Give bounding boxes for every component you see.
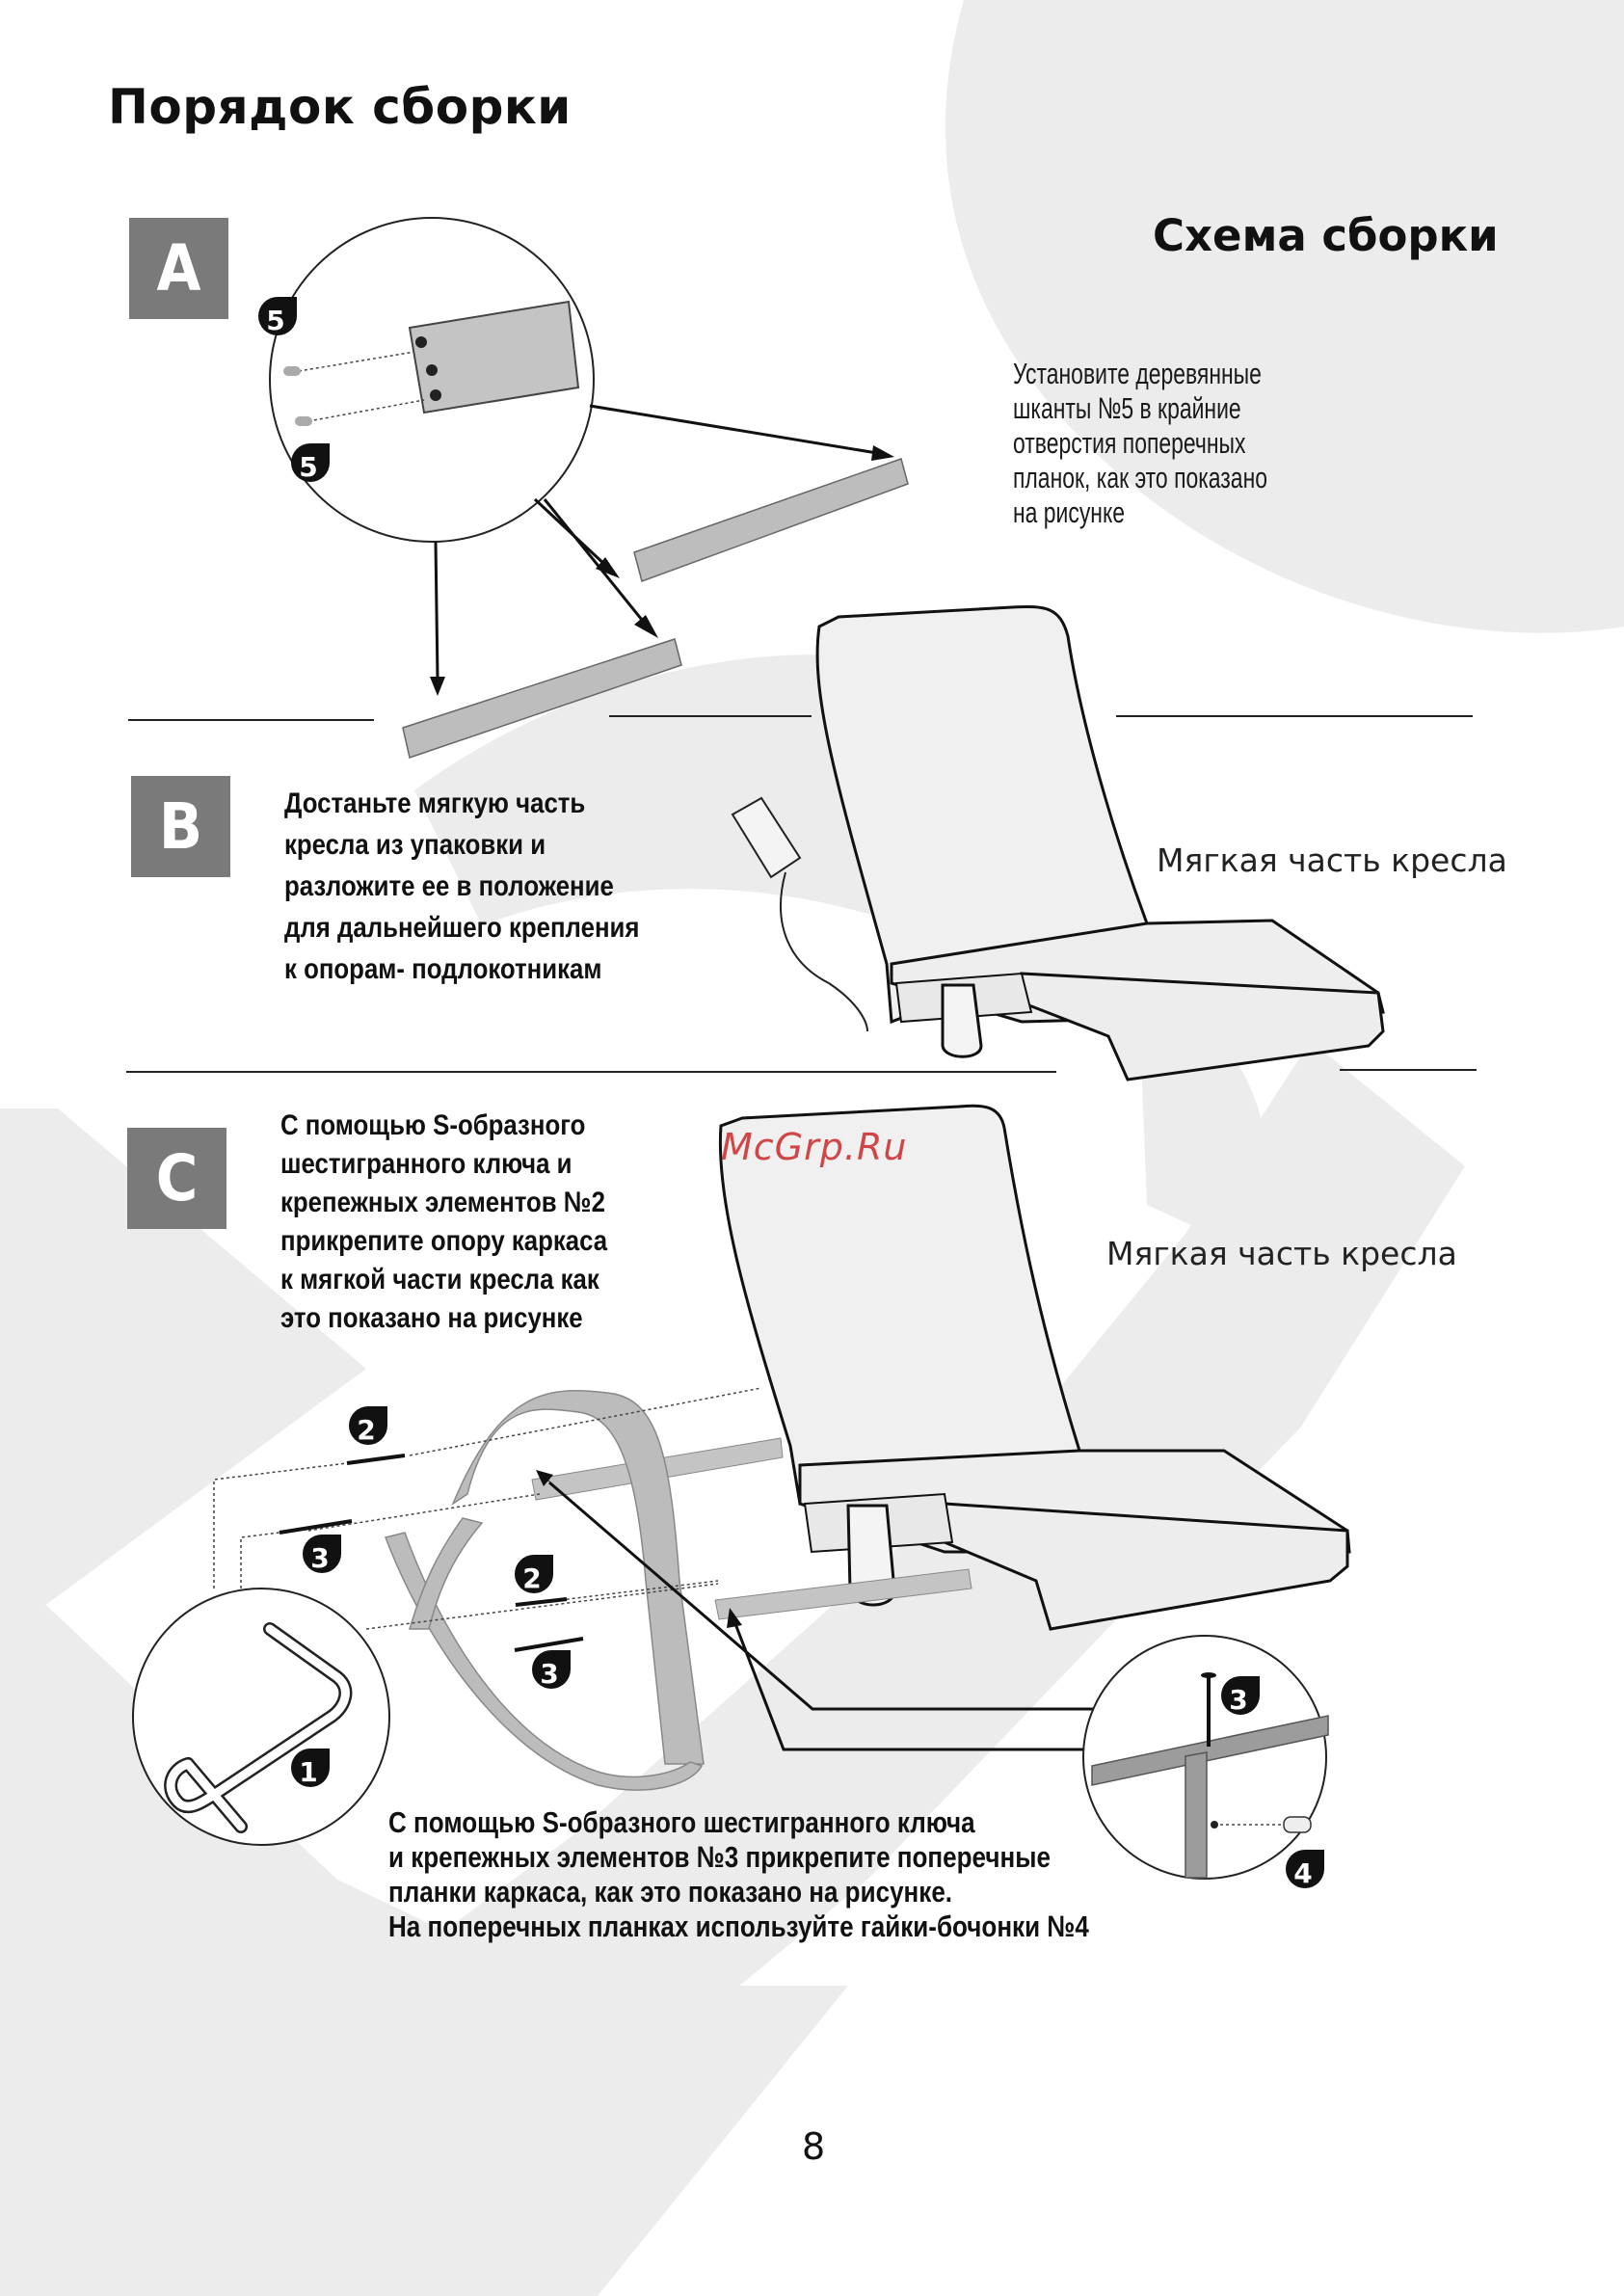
part-5-marker-bottom: 5 xyxy=(291,443,330,483)
part-1-marker: 1 xyxy=(291,1749,330,1788)
step-b-instruction: Достаньте мягкую часть кресла из упаковк… xyxy=(284,788,640,985)
part-3-marker-left: 3 xyxy=(303,1535,341,1574)
step-c-badge: C xyxy=(127,1128,226,1229)
svg-text:3: 3 xyxy=(1229,1684,1247,1716)
step-c-crossbar-instruction: С помощью S-образного шестигранного ключ… xyxy=(388,1805,1089,1943)
step-c-instruction: С помощью S-образного шестигранного ключ… xyxy=(280,1109,608,1334)
part-5-marker-top: 5 xyxy=(258,297,297,336)
step-a-badge: A xyxy=(129,218,228,319)
svg-text:1: 1 xyxy=(299,1756,317,1788)
svg-text:2: 2 xyxy=(522,1562,541,1594)
svg-text:5: 5 xyxy=(266,305,284,336)
part-2-marker-middle: 2 xyxy=(515,1555,553,1594)
svg-text:5: 5 xyxy=(299,451,317,483)
page-number: 8 xyxy=(802,2125,826,2168)
soft-part-label-b: Мягкая часть кресла xyxy=(1157,841,1507,879)
svg-text:4: 4 xyxy=(1293,1857,1312,1889)
svg-text:3: 3 xyxy=(310,1542,329,1574)
svg-text:2: 2 xyxy=(357,1414,375,1446)
soft-part-label-c: Мягкая часть кресла xyxy=(1106,1235,1457,1272)
page-title: Порядок сборки xyxy=(108,79,572,135)
scheme-title: Схема сборки xyxy=(1153,210,1499,261)
svg-text:3: 3 xyxy=(540,1658,558,1690)
part-3-marker-middle: 3 xyxy=(532,1650,571,1690)
part-2-marker-top: 2 xyxy=(349,1406,387,1446)
step-b-badge: B xyxy=(131,776,230,877)
part-4-marker: 4 xyxy=(1286,1850,1324,1889)
step-a-instruction: Установите деревянные шканты №5 в крайни… xyxy=(1013,357,1267,529)
part-3-marker-detail: 3 xyxy=(1221,1676,1260,1716)
watermark: McGrp.Ru xyxy=(721,1126,908,1168)
